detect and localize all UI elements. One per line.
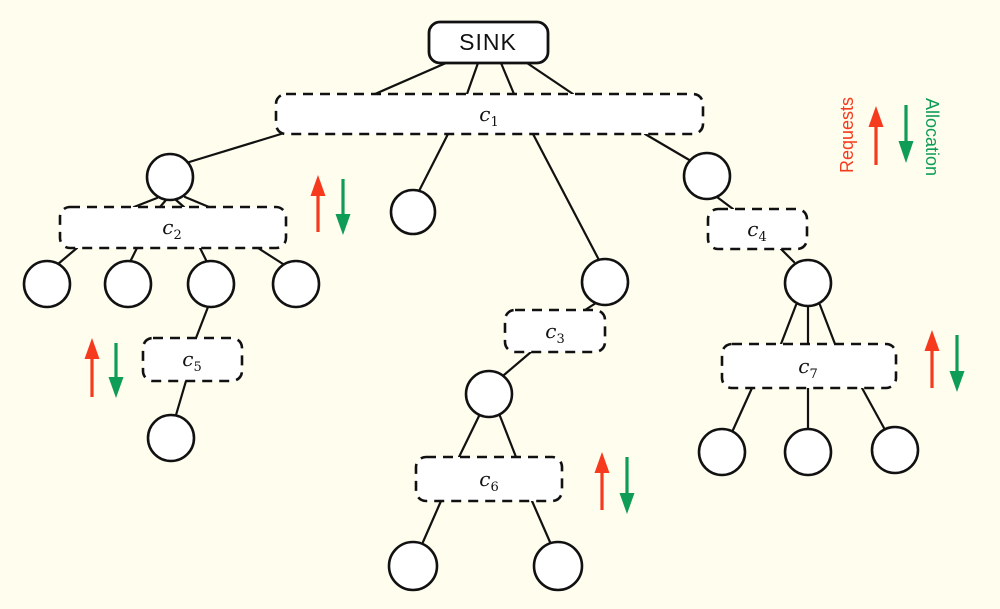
allocation-down-arrowhead-icon — [949, 371, 965, 392]
edges-group — [56, 61, 886, 544]
cluster-c6-base: c — [479, 467, 490, 491]
requests-up-arrowhead-icon — [924, 330, 940, 351]
edge-sink-c1-2 — [465, 61, 480, 96]
cluster-box-c1 — [274, 92, 705, 136]
edge-nodeA-c2-3 — [174, 198, 186, 209]
edge-c7-leaf3 — [860, 386, 886, 430]
edge-c2-leaf4 — [256, 246, 285, 266]
edge-nodeA-c2-4 — [183, 195, 211, 209]
arrow-pair-c5 — [84, 338, 124, 398]
edge-c2-leaf1 — [56, 246, 79, 266]
cluster-c6-label: c6 — [479, 467, 498, 495]
cluster-c3-label: c3 — [545, 319, 564, 347]
cluster-box-c7 — [720, 342, 898, 390]
edge-nodeI-c7-3 — [818, 303, 837, 346]
cluster-c3-base: c — [545, 319, 556, 343]
edge-nodeC-c4 — [715, 195, 735, 211]
edge-c1-nodeB — [417, 132, 450, 193]
edge-c1-nodeF — [531, 132, 601, 262]
sink-node: SINK — [427, 20, 550, 65]
edge-c3-nodeG — [502, 350, 533, 377]
cluster-c7-base: c — [798, 354, 809, 378]
tree-node-circle — [783, 427, 833, 477]
edge-c6-leaf2 — [530, 499, 552, 544]
cluster-c4-label: c4 — [747, 217, 766, 245]
edge-c2-leaf2 — [128, 246, 139, 264]
requests-up-arrowhead-icon — [868, 106, 884, 127]
cluster-c1-label: c1 — [479, 102, 498, 130]
cluster-c6-sub: 6 — [490, 480, 498, 495]
nodes-group — [22, 151, 920, 592]
edge-c1-nodeC — [643, 132, 693, 163]
cluster-c1-base: c — [479, 102, 490, 126]
edge-nodeI-c7-1 — [779, 303, 798, 346]
tree-node-circle — [532, 540, 584, 592]
arrow-pair-c7 — [924, 330, 965, 392]
tree-node-circle — [783, 258, 833, 308]
tree-node-circle — [580, 257, 630, 307]
cluster-c5-label: c5 — [182, 347, 201, 375]
edge-nodeG-c6-2 — [498, 414, 518, 459]
cluster-box-c3 — [503, 308, 607, 354]
cluster-box-c5 — [141, 336, 244, 383]
edge-c6-leaf1 — [421, 499, 443, 544]
cluster-c7-label: c7 — [798, 354, 817, 382]
sink-box — [427, 20, 550, 65]
requests-up-arrowhead-icon — [594, 452, 610, 473]
allocation-down-arrowhead-icon — [619, 493, 635, 514]
edge-nodeG-c6-1 — [457, 414, 481, 459]
tree-node-circle — [387, 540, 439, 592]
tree-node-circle — [271, 259, 321, 309]
edge-c5-leaf — [174, 379, 188, 417]
tree-node-circle — [22, 259, 72, 309]
allocation-down-arrowhead-icon — [108, 377, 124, 398]
tree-node-circle — [145, 152, 195, 202]
tree-node-circle — [389, 188, 437, 236]
tree-node-circle — [464, 369, 514, 419]
edge-sink-c1-3 — [499, 61, 516, 96]
cluster-c3-sub: 3 — [556, 332, 564, 347]
edge-sink-c1-1 — [373, 61, 448, 96]
arrow-pair-c2 — [310, 175, 351, 235]
tree-node-circle — [186, 259, 236, 309]
legend-allocation-label: Allocation — [922, 98, 942, 176]
cluster-c4-sub: 4 — [758, 230, 766, 245]
cluster-c2-label: c2 — [162, 215, 181, 243]
tree-node-circle — [697, 427, 747, 477]
legend-requests-label: Requests — [837, 97, 857, 173]
cluster-c2-base: c — [162, 215, 173, 239]
cluster-boxes-group: c1 c2 c3 c4 c5 c6 c7 — [58, 92, 898, 503]
allocation-down-arrowhead-icon — [898, 141, 914, 163]
legend: Requests Allocation — [837, 97, 942, 176]
edge-c2-leaf3 — [198, 246, 209, 264]
cluster-c2-sub: 2 — [173, 228, 181, 243]
tree-node-circle — [146, 413, 196, 463]
requests-up-arrowhead-icon — [84, 338, 100, 359]
cluster-c7-sub: 7 — [809, 367, 817, 382]
tree-node-circle — [682, 151, 732, 201]
cluster-c5-sub: 5 — [193, 360, 201, 375]
cluster-box-c2 — [58, 205, 288, 250]
cluster-c4-base: c — [747, 217, 758, 241]
arrow-pair-c6 — [594, 452, 635, 514]
cluster-c5-base: c — [182, 347, 193, 371]
edge-c7-leaf1 — [731, 386, 754, 432]
edge-c4-nodeI — [779, 247, 796, 264]
edge-sink-c1-4 — [525, 61, 575, 96]
edge-c1-nodeA — [184, 132, 283, 165]
cluster-box-c4 — [706, 207, 809, 251]
edge-leaf3-c5 — [194, 305, 210, 340]
tree-node-circle — [870, 425, 920, 475]
tree-node-circle — [103, 259, 153, 309]
requests-up-arrowhead-icon — [310, 175, 326, 196]
cluster-box-c6 — [414, 455, 564, 503]
edge-nodeA-c2-1 — [132, 196, 159, 209]
sink-label: SINK — [459, 29, 517, 55]
cluster-c1-sub: 1 — [490, 115, 498, 130]
allocation-down-arrowhead-icon — [335, 214, 351, 235]
